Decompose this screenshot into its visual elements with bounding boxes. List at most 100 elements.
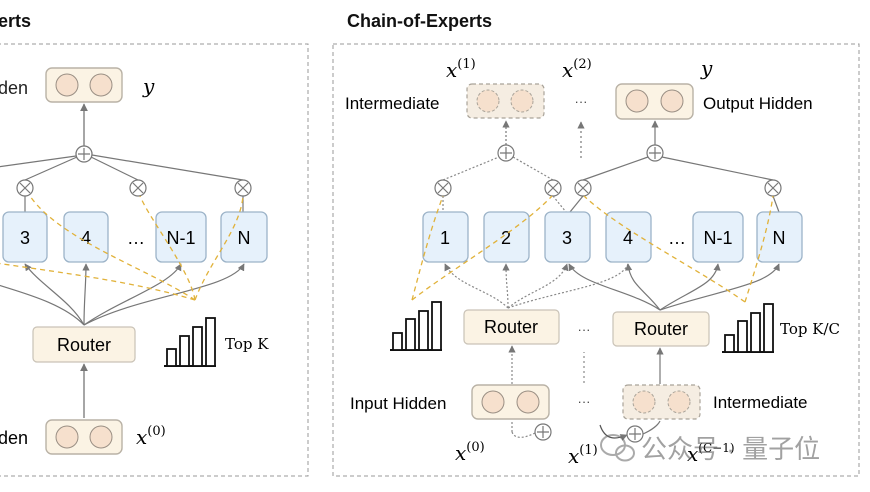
- left-route-line: [24, 263, 85, 326]
- expert-box-4: [605, 211, 652, 263]
- left-input-var: x(0): [136, 424, 166, 449]
- router2-route: [625, 263, 661, 311]
- topk-histogram-icon: [722, 303, 774, 353]
- intermediate-top-label: Intermediate: [345, 94, 440, 113]
- var-x1-bottom: x(1): [568, 443, 598, 468]
- left-mult-node: [129, 179, 147, 197]
- left-expert-label: 4: [81, 228, 91, 248]
- router1-route: [502, 263, 510, 309]
- expert-label: 1: [440, 228, 450, 248]
- router-1-label: Router: [484, 317, 538, 337]
- intermediate-bottom-label: Intermediate: [713, 393, 808, 412]
- dotted-line: [442, 156, 500, 181]
- wechat-logo-icon: [600, 434, 635, 462]
- left-input-dot-2: [89, 425, 113, 449]
- left-expert-box-4: [63, 211, 109, 263]
- var-x0: x(0): [455, 440, 485, 465]
- left-route-line: [83, 263, 182, 326]
- left-router-label: Router: [57, 335, 111, 355]
- expert-label: N-1: [703, 228, 732, 248]
- mult-node: [434, 179, 452, 197]
- var-x2: x(2): [562, 57, 592, 82]
- var-x1: x(1): [446, 57, 476, 82]
- watermark: 公众号 · 量子位: [600, 434, 820, 464]
- router1-route: [507, 263, 569, 309]
- histogram-icon: [390, 301, 442, 351]
- dotted-line: [512, 156, 554, 181]
- expert-label: N: [773, 228, 786, 248]
- left-expert-label: 3: [20, 228, 30, 248]
- left-topk-label: Top K: [225, 335, 269, 353]
- expert-label: 2: [501, 228, 511, 248]
- expert-box-2: [483, 211, 530, 263]
- mult-node: [544, 179, 562, 197]
- left-route-line: [82, 263, 90, 326]
- router-2-box: [612, 311, 710, 347]
- gate-line: [583, 195, 746, 303]
- left-expert-label: N-1: [166, 228, 195, 248]
- left-line: [0, 155, 77, 168]
- left-output-var: y: [142, 74, 155, 98]
- intermediate-top-dot-2: [510, 89, 534, 113]
- left-line: [90, 156, 139, 181]
- input-hidden-dot-2: [516, 390, 540, 414]
- left-input-dot-1: [55, 425, 79, 449]
- mult-node: [764, 179, 782, 197]
- gate-line: [744, 195, 774, 303]
- router1-route: [507, 263, 629, 309]
- expert-box-1: [422, 211, 469, 263]
- var-xc: x(C−1): [687, 441, 735, 466]
- output-hidden-label: Output Hidden: [703, 94, 813, 113]
- router2-route: [659, 263, 721, 311]
- input-hidden-dot-1: [481, 390, 505, 414]
- left-mult-node: [16, 179, 34, 197]
- intermediate-bottom-dot-2: [667, 390, 691, 414]
- solid-line: [599, 424, 628, 441]
- left-gate-line: [139, 195, 196, 301]
- left-route-line: [83, 263, 245, 326]
- bottom-sum-node-1: [534, 423, 552, 441]
- left-route-line: [0, 284, 85, 326]
- watermark-text: 公众号 · 量子位: [641, 434, 820, 464]
- left-expert-ellipsis: …: [127, 228, 145, 248]
- bottom-ellipsis: ···: [578, 394, 591, 409]
- left-output-dot-2: [89, 73, 113, 97]
- expert-ellipsis: …: [668, 228, 686, 248]
- router1-route: [444, 263, 509, 309]
- router-ellipsis: ···: [578, 322, 591, 337]
- top-ellipsis: ···: [575, 94, 588, 109]
- router2-route: [568, 263, 661, 311]
- solid-line: [582, 156, 649, 181]
- mult-node: [574, 179, 592, 197]
- dotted-line: [552, 195, 567, 213]
- left-expert-box-n: [220, 211, 268, 263]
- left-mult-node: [234, 179, 252, 197]
- left-expert-box-3: [2, 211, 48, 263]
- solid-line: [772, 195, 780, 213]
- left-expert-box-n-1: [155, 211, 207, 263]
- gate-line: [411, 195, 553, 301]
- sum-node-2: [646, 144, 664, 162]
- left-topk-histogram: [164, 317, 216, 367]
- left-line: [91, 154, 244, 181]
- expert-box-3: [544, 211, 591, 263]
- right-panel: Chain-of-Experts x(1) x(2) y Intermediat…: [332, 11, 860, 477]
- left-gate-line: [194, 195, 244, 301]
- expert-label: 3: [562, 228, 572, 248]
- router-1-box: [463, 309, 560, 345]
- left-sum-plus: [78, 148, 90, 160]
- right-title: Chain-of-Experts: [347, 11, 492, 31]
- gate-line: [411, 195, 444, 301]
- topk-label: Top K/C: [780, 320, 840, 338]
- sum-node-1: [497, 144, 515, 162]
- left-line: [24, 156, 78, 181]
- left-gate-line: [29, 195, 196, 301]
- left-title: erts: [0, 11, 31, 31]
- solid-line: [661, 156, 774, 181]
- left-router-box: [32, 326, 136, 363]
- left-output-label: den: [0, 78, 28, 98]
- left-input-label: den: [0, 428, 28, 448]
- left-expert-label: N: [238, 228, 251, 248]
- left-output-dot-1: [55, 73, 79, 97]
